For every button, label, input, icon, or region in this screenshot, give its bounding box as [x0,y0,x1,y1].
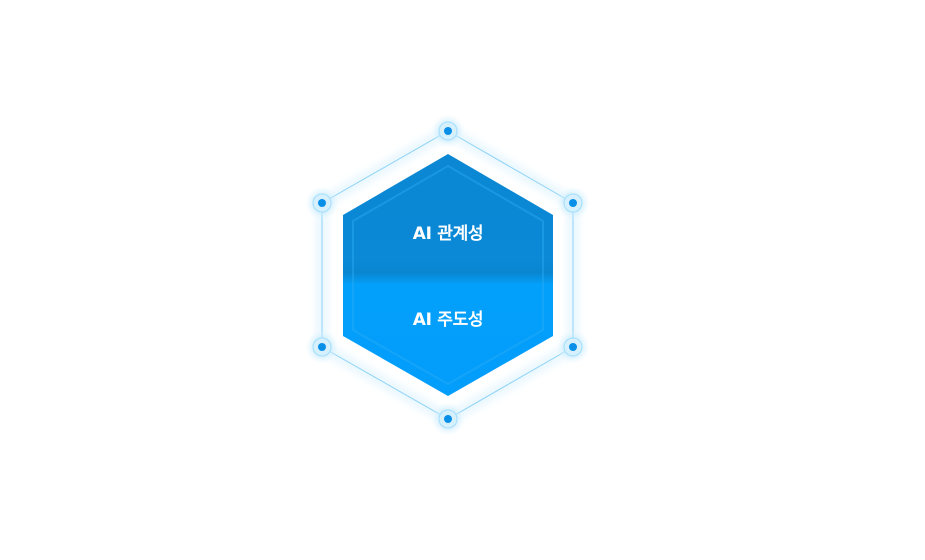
node-bottom [431,402,465,436]
hexagon-core [343,154,553,396]
label-ai-agency: AI 주도성 [412,310,484,330]
node-dot [569,199,577,207]
node-lower-right [556,330,590,364]
node-group [305,114,590,436]
label-ai-relationality: AI 관계성 [412,224,484,244]
node-dot [444,127,452,135]
node-dot [318,199,326,207]
node-dot [569,343,577,351]
node-lower-left [305,330,339,364]
hexagon-inner-edge [352,164,544,386]
node-top [431,114,465,148]
node-dot [444,415,452,423]
node-upper-right [556,186,590,220]
node-upper-left [305,186,339,220]
node-dot [318,343,326,351]
